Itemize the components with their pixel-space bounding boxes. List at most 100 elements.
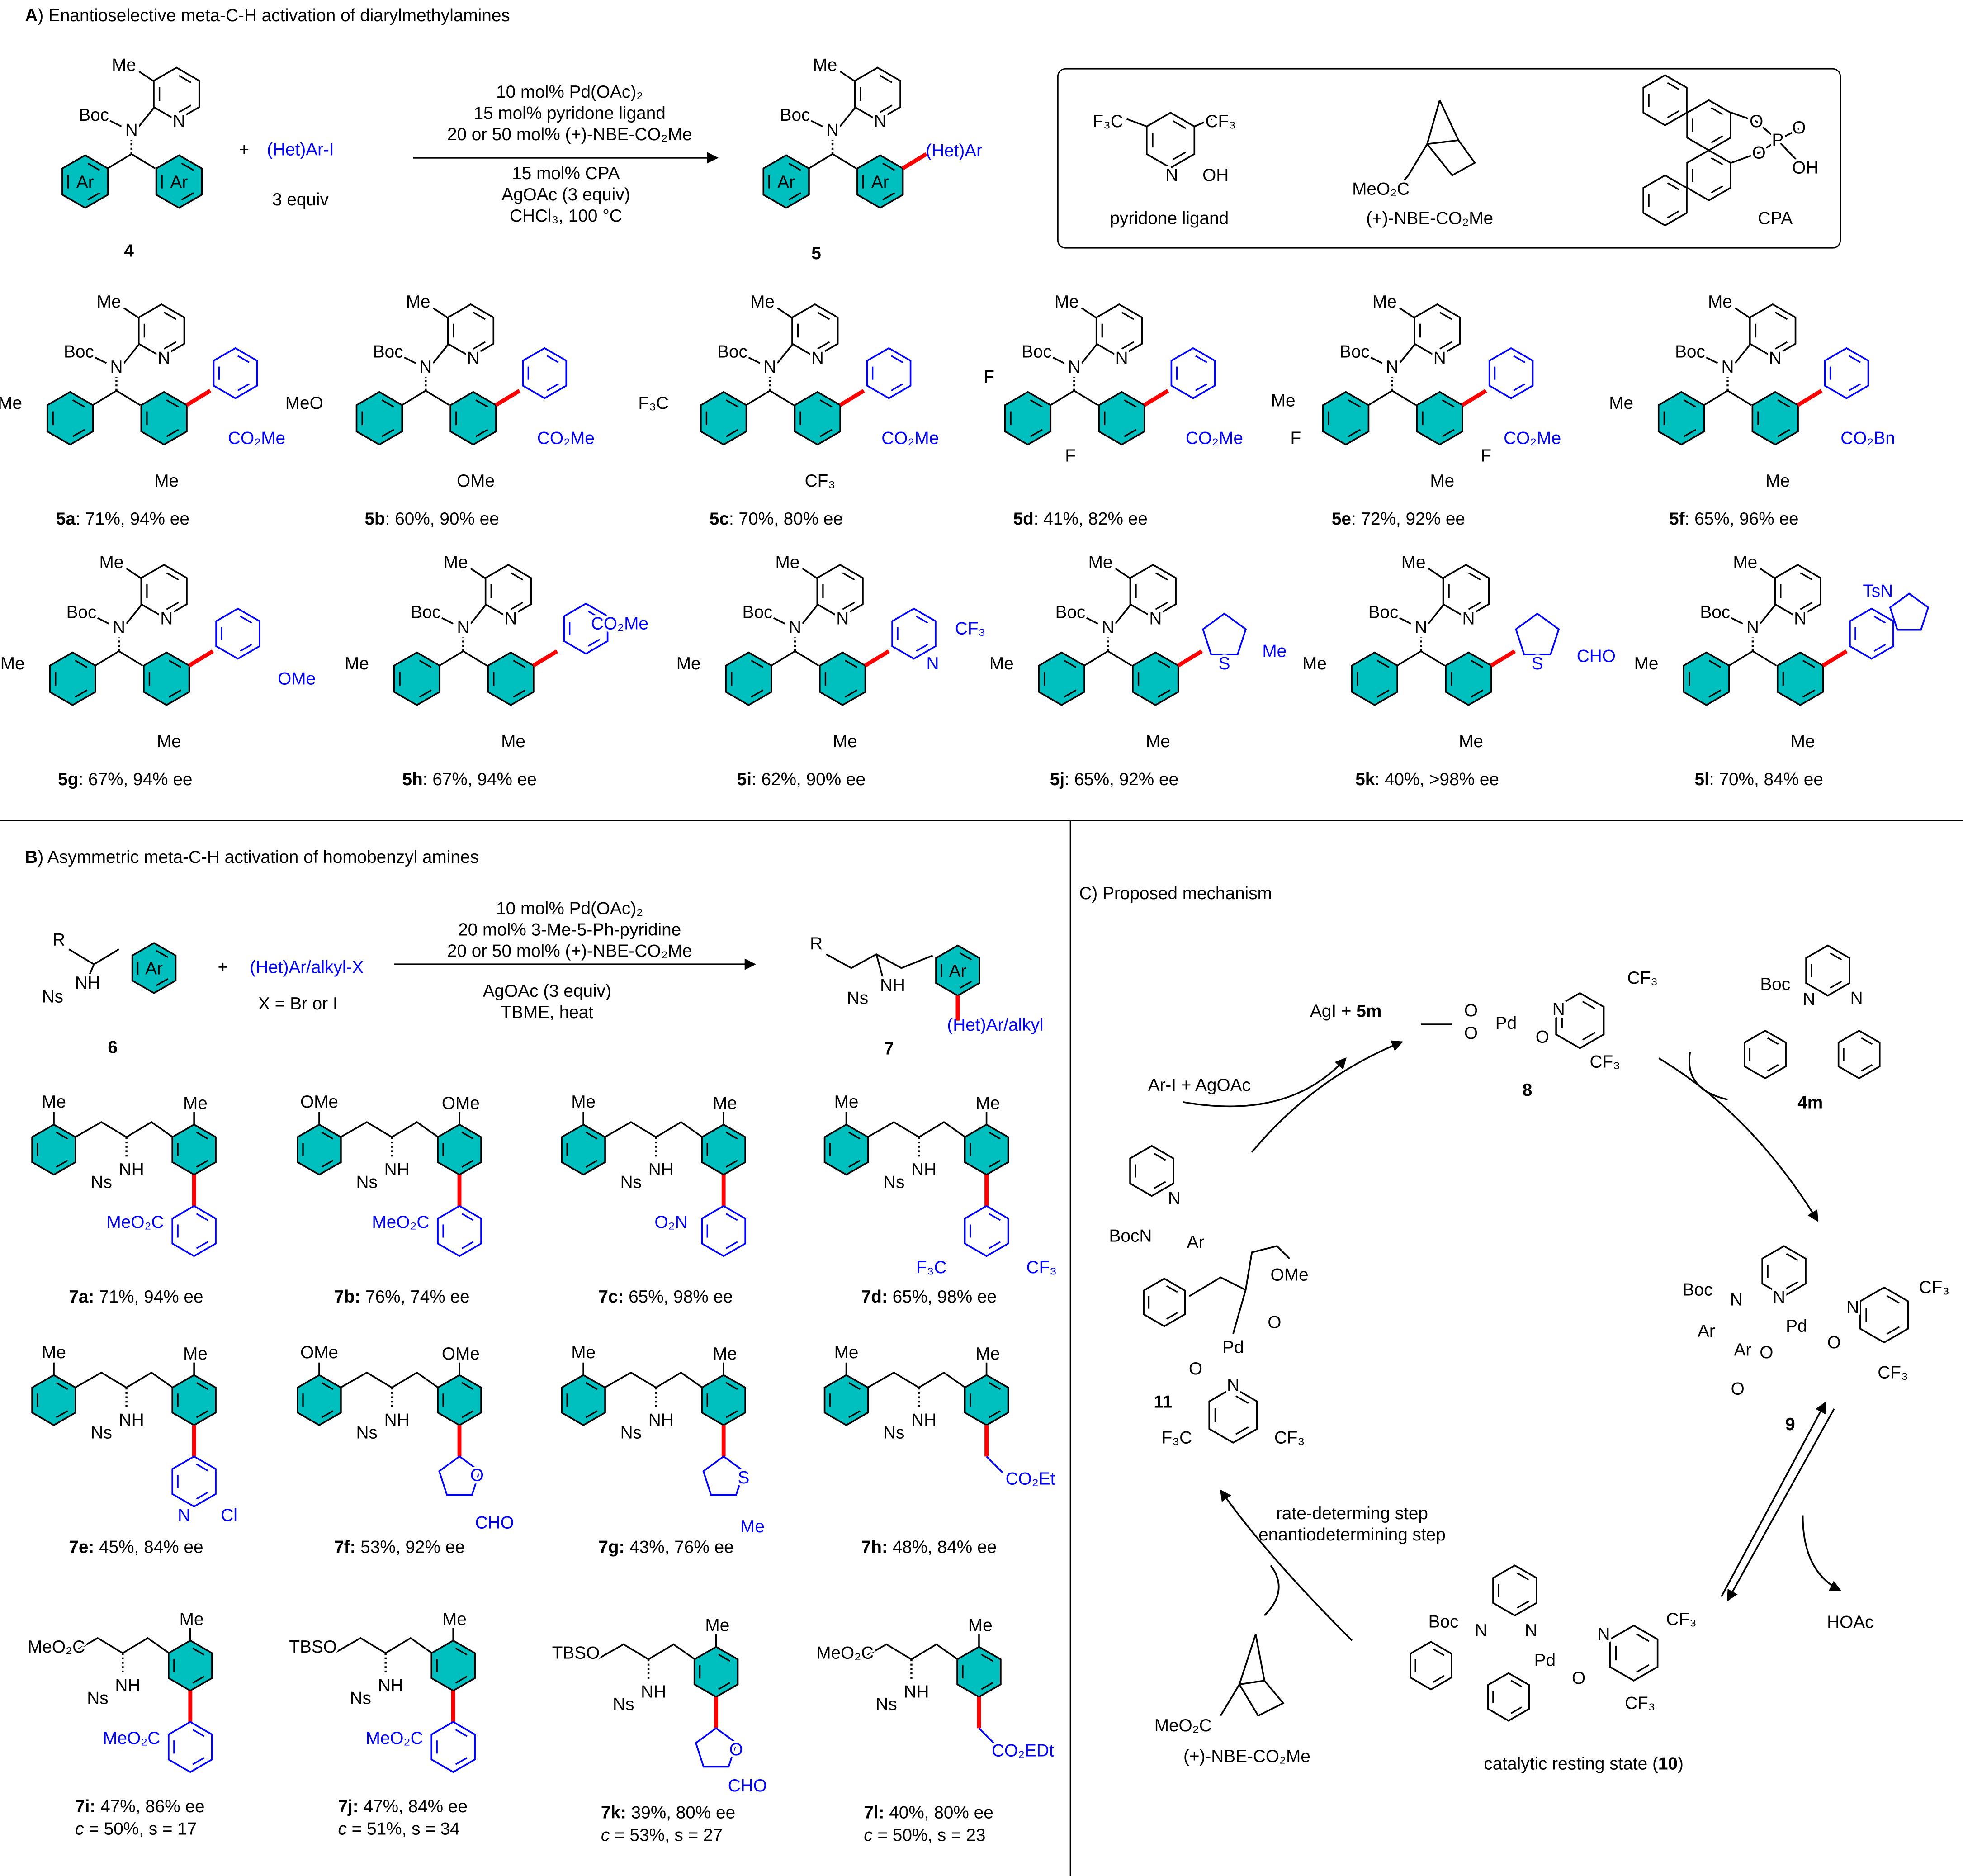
- bond: [839, 71, 856, 82]
- bond: [839, 107, 856, 127]
- double-bond: [513, 689, 526, 698]
- double-bond: [237, 383, 250, 392]
- double-bond: [989, 1213, 1001, 1221]
- aryl-ring-left: [393, 651, 441, 706]
- palladium: Pd: [1534, 1651, 1556, 1670]
- yield-ee: 71%, 94% ee: [94, 1287, 203, 1307]
- compound-id: 5i: [737, 770, 752, 789]
- double-bond: [1830, 981, 1842, 989]
- bond: [1420, 650, 1445, 667]
- double-bond: [588, 639, 601, 647]
- reagent-halide: (Het)Ar/alkyl-X: [250, 958, 364, 977]
- new-c-c-bond: [1143, 389, 1169, 407]
- aryl-ring-left: [1004, 391, 1052, 446]
- plus-sign: +: [218, 958, 228, 977]
- nh-group: NH: [75, 973, 100, 993]
- boc-group: Boc: [780, 105, 810, 125]
- substituent: CO₂Me: [591, 614, 648, 633]
- bond: [808, 153, 833, 169]
- methyl-group: Me: [444, 553, 468, 572]
- substituent: Me: [1302, 654, 1327, 673]
- double-bond: [1582, 1001, 1596, 1009]
- yield-ee-label: 7i: 47%, 86% ee: [75, 1797, 204, 1816]
- aryl-ring-new: [701, 1205, 746, 1257]
- double-bond: [1468, 572, 1481, 581]
- double-bond: [725, 1241, 738, 1249]
- aryl-ring-new: [171, 1455, 217, 1508]
- substituent: CF₃: [955, 619, 985, 639]
- double-bond: [817, 312, 830, 320]
- double-bond: [1173, 151, 1186, 160]
- aryl-ring-right: [1416, 391, 1463, 446]
- aryl-ring-left: [297, 1374, 342, 1426]
- compound-label-5: 5: [811, 244, 821, 263]
- double-bond: [1683, 429, 1697, 437]
- double-bond: [1439, 312, 1452, 320]
- substituent: F: [1291, 429, 1301, 448]
- bond: [68, 948, 95, 965]
- compound-label-11: 11: [1154, 1392, 1172, 1412]
- double-bond: [1802, 689, 1816, 698]
- compound-label-4m: 4m: [1797, 1093, 1823, 1113]
- double-bond: [916, 616, 928, 624]
- double-bond: [156, 978, 168, 986]
- new-c-c-bond: [1461, 389, 1487, 407]
- boc-group: Boc: [373, 342, 403, 362]
- nh-group: NH: [911, 1411, 937, 1430]
- double-bond: [196, 1160, 208, 1168]
- ns-group: Ns: [91, 1172, 112, 1192]
- condition-text: 15 mol% CPA: [512, 164, 620, 183]
- compound-id: 5c: [710, 509, 729, 529]
- ns-group: Ns: [87, 1688, 108, 1708]
- double-bond: [1030, 399, 1043, 408]
- aryl-ring-left: [561, 1374, 606, 1426]
- bond: [1107, 650, 1132, 667]
- double-bond: [726, 399, 739, 408]
- aryl-ring-new: [1824, 347, 1869, 399]
- double-bond: [1636, 1664, 1650, 1673]
- nh-group: NH: [378, 1676, 403, 1696]
- conversion-selectivity-label: c = 50%, s = 23: [864, 1825, 985, 1845]
- bond: [93, 356, 107, 364]
- ester-group: MeO₂C: [1154, 1716, 1212, 1735]
- oxygen: O: [1464, 1001, 1478, 1020]
- substituent: TBSO: [289, 1637, 337, 1657]
- double-bond: [718, 1653, 730, 1662]
- aryl-ring-left: [46, 391, 94, 446]
- bond: [1760, 604, 1776, 625]
- bond: [1704, 356, 1718, 364]
- substituent: Me: [1634, 654, 1659, 673]
- norbornyl-skeleton: [1189, 1245, 1290, 1334]
- double-bond: [475, 399, 488, 408]
- heteroaryl-ring: [695, 1727, 738, 1768]
- pyridine-ring: [1492, 1564, 1537, 1617]
- double-bond: [585, 1160, 598, 1168]
- bond: [1734, 344, 1751, 364]
- condition-text: 10 mol% Pd(OAc)₂: [496, 899, 643, 918]
- boc-group: Boc: [1022, 342, 1052, 362]
- ns-group: Ns: [350, 1688, 371, 1708]
- new-c-c-bond: [188, 649, 214, 668]
- condition-text: AgOAc (3 equiv): [483, 981, 611, 1001]
- compound-id: 5a: [56, 509, 76, 529]
- double-bond: [196, 1382, 208, 1390]
- double-bond: [989, 1160, 1001, 1168]
- double-bond: [725, 1160, 738, 1168]
- double-bond: [461, 1382, 474, 1390]
- yield-ee: : 67%, 94% ee: [78, 770, 192, 789]
- bond: [832, 153, 857, 169]
- bond: [470, 568, 487, 579]
- ar-label: Ar: [871, 172, 889, 192]
- double-bond: [1667, 110, 1679, 118]
- compound-id: 7b:: [334, 1287, 360, 1307]
- bond: [746, 390, 771, 406]
- ar-label: Ar: [170, 172, 188, 192]
- pyridine-nitrogen: N: [1794, 609, 1807, 628]
- double-bond: [455, 1647, 468, 1656]
- double-bond: [1121, 341, 1134, 350]
- carbon-chain: [860, 1643, 958, 1661]
- bond: [439, 650, 464, 667]
- substituent: Me: [442, 1610, 467, 1629]
- substituent: F₃C: [638, 393, 668, 413]
